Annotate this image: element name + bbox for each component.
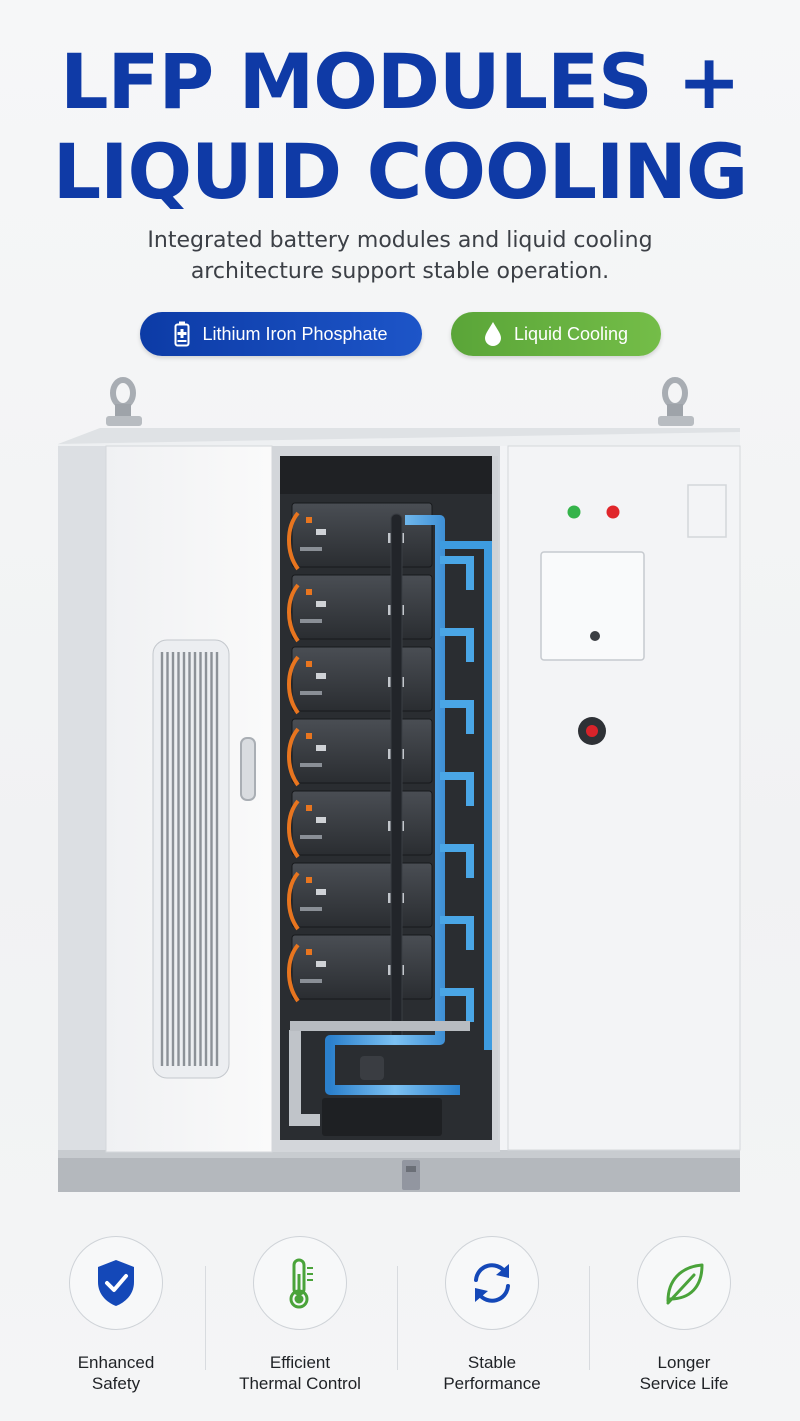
subtitle-line-2: architecture support stable operation. [190,259,610,284]
shield-check-icon [98,1260,134,1306]
coolant-branch-pipe [440,988,474,1022]
module-label [316,745,326,751]
module-connector [300,979,322,983]
hose-clamp [388,965,404,975]
orange-cable [287,727,300,787]
coolant-branch-pipe [440,916,474,950]
coolant-branch-pipe [440,700,474,734]
feature-stable-line-1: Stable [467,1353,517,1372]
hose-clamp [388,677,404,687]
battery-module [291,934,433,1000]
module-terminal [306,733,312,739]
coolant-branch-pipe [440,556,474,590]
coolant-branch-pipe [440,844,474,878]
battery-module [291,718,433,784]
feature-divider [589,1266,590,1370]
module-connector [300,691,322,695]
subtitle-line-1: Integrated battery modules and liquid co… [147,228,653,253]
hose-clamp [388,749,404,759]
lifting-eye-right [658,377,694,426]
battery-module [291,790,433,856]
module-label [316,601,326,607]
feature-service-circle [637,1236,731,1330]
feature-stable-performance: Stable Performance [396,1236,588,1394]
hose-clamp [388,893,404,903]
headline-line-1: LFP MODULES + [60,37,741,126]
feature-safety-line-2: Safety [91,1374,141,1393]
lfp-badge: Lithium Iron Phosphate [140,312,422,356]
feature-safety-line-1: Enhanced [77,1353,155,1372]
orange-cable [287,799,300,859]
feature-thermal-line-2: Thermal Control [239,1374,361,1393]
hose-clamp [388,821,404,831]
feature-enhanced-safety: Enhanced Safety [20,1236,212,1394]
module-terminal [306,805,312,811]
feature-thermal-control: Efficient Thermal Control [204,1236,396,1394]
battery-module [291,646,433,712]
module-terminal [306,517,312,523]
battery-module [291,862,433,928]
feature-thermal-circle [253,1236,347,1330]
orange-cable [287,511,300,571]
module-terminal [306,877,312,883]
thermometer-icon [289,1258,313,1309]
battery-module [291,502,433,568]
feature-safety-circle [69,1236,163,1330]
module-label [316,817,326,823]
orange-cable [287,871,300,931]
module-label [316,673,326,679]
feature-thermal-line-1: Efficient [269,1353,331,1372]
feature-divider [205,1266,206,1370]
module-terminal [306,589,312,595]
feature-service-line-1: Longer [657,1353,711,1372]
feature-stable-line-2: Performance [443,1374,541,1393]
hose-clamp [388,605,404,615]
module-label [316,529,326,535]
module-terminal [306,661,312,667]
liquid-cooling-badge: Liquid Cooling [451,312,661,356]
feature-service-line-2: Service Life [639,1374,729,1393]
refresh-cycle-icon [474,1263,510,1303]
battery-icon [174,321,190,347]
coolant-branch-pipe [440,628,474,662]
battery-module [291,574,433,640]
hose-clamp [388,533,404,543]
module-connector [300,547,322,551]
orange-cable [287,655,300,715]
water-drop-icon [484,322,501,346]
module-label [316,961,326,967]
module-connector [300,619,322,623]
module-terminal [306,949,312,955]
module-label [316,889,326,895]
headline-line-2: LIQUID COOLING [52,127,749,216]
feature-divider [397,1266,398,1370]
feature-service-life: Longer Service Life [588,1236,780,1394]
coolant-branch-pipe [440,772,474,806]
liquid-cooling-badge-label: Liquid Cooling [513,323,629,344]
lfp-badge-label: Lithium Iron Phosphate [202,323,388,344]
leaf-icon [666,1263,704,1305]
orange-cable [287,583,300,643]
feature-stable-circle [445,1236,539,1330]
orange-cable [287,943,300,1003]
lifting-eye-left [106,377,142,426]
module-connector [300,835,322,839]
module-connector [300,763,322,767]
module-connector [300,907,322,911]
